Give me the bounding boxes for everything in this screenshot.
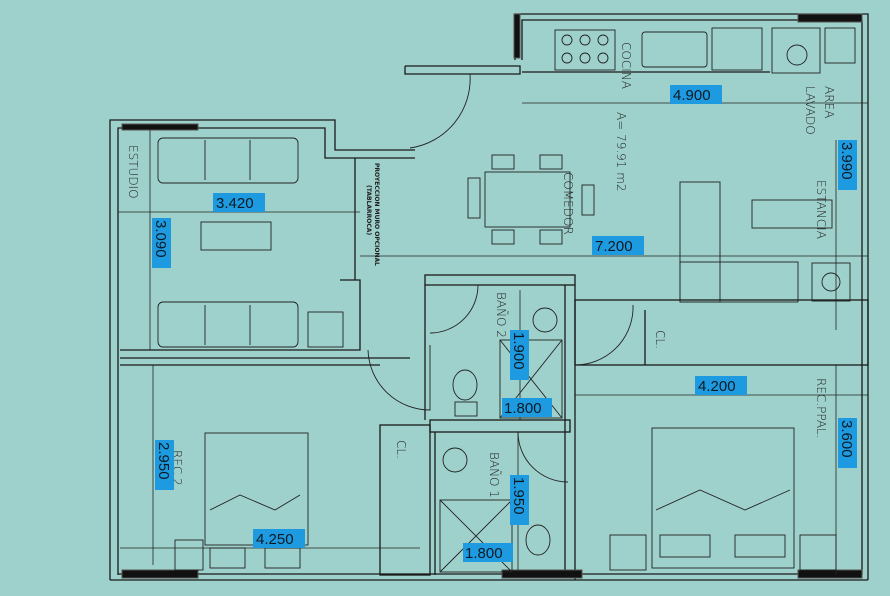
- dim-bano2-depth: 1.900: [510, 332, 527, 370]
- dim-estudio-width: 3.420: [216, 195, 254, 212]
- label-closet-ppal: CL.: [653, 330, 667, 349]
- label-estancia: ESTANCIA: [814, 180, 828, 239]
- dimension-lines: [118, 102, 868, 575]
- note-proyeccion: PROYECCION MURO OPCIONAL: [373, 163, 380, 266]
- label-estudio: ESTUDIO: [126, 145, 140, 199]
- label-rec-ppal: REC.PPAL.: [814, 378, 828, 439]
- dim-kitchen-width: 4.900: [673, 87, 711, 104]
- label-cocina: COCINA: [619, 42, 633, 89]
- doors: [367, 73, 634, 483]
- dim-estudio-depth: 3.090: [152, 220, 169, 258]
- dim-rec-ppal-width: 4.200: [698, 378, 736, 395]
- dim-rec-ppal-depth: 3.600: [838, 420, 855, 458]
- label-bano2: BAÑO 2: [494, 292, 509, 338]
- label-area: AREA: [822, 86, 836, 118]
- label-comedor: COMEDOR: [561, 172, 575, 235]
- dim-rec2-depth: 2.950: [155, 442, 172, 480]
- dim-bano2-width: 1.800: [504, 400, 542, 417]
- walls: [109, 13, 869, 581]
- note-tablarroca: (TABLARROCA): [365, 185, 372, 235]
- dim-rec2-width: 4.250: [256, 531, 294, 548]
- dim-estancia-depth: 3.990: [838, 142, 855, 180]
- room-labels: COCINA AREA LAVADO A= 79.91 m2 COMEDOR E…: [126, 42, 836, 498]
- dim-bano1-depth: 1.950: [510, 477, 527, 515]
- label-lavado: LAVADO: [803, 86, 817, 135]
- total-area: A= 79.91 m2: [614, 112, 628, 192]
- dim-total-width: 7.200: [595, 238, 633, 255]
- label-bano1: BAÑO 1: [487, 452, 502, 498]
- dimension-labels: 4.900 7.200 3.420 4.200 4.250 1.800 1.80…: [152, 85, 857, 562]
- furniture: [157, 27, 856, 573]
- dim-bano1-width: 1.800: [465, 545, 503, 562]
- label-closet-bath: CL.: [394, 440, 408, 459]
